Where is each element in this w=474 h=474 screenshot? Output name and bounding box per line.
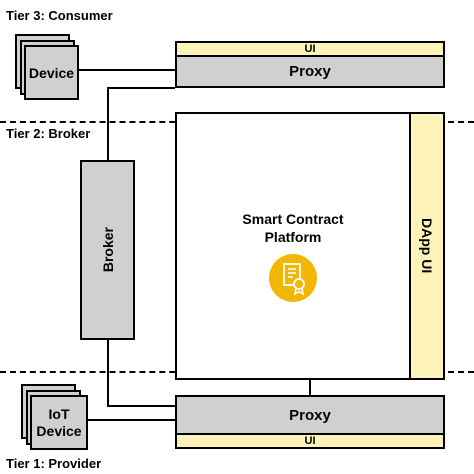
device-proxy-connector [77,69,175,71]
tier-1-label: Tier 1: Provider [6,456,102,471]
tier-2-label: Tier 2: Broker [6,126,91,141]
iot-proxy-connector [85,419,175,421]
smart-contract-platform[interactable] [175,112,445,380]
platform-label: Smart Contract Platform [242,211,344,245]
proxy-broker-connector-horizontal [107,87,175,89]
broker-node[interactable]: Broker [80,160,135,340]
proxy-bottom[interactable]: Proxy [175,395,445,435]
proxy-top[interactable]: Proxy [175,55,445,88]
dapp-ui[interactable]: DApp UI [409,112,445,380]
platform-proxy-connector [309,378,311,395]
ui-bottom[interactable]: UI [175,433,445,449]
iot-device-label: IoT Device [36,405,82,439]
certificate-icon [269,254,317,302]
proxy-broker-connector-vertical [107,87,109,161]
ui-top-label: UI [304,43,316,55]
iot-device-node[interactable]: IoT Device [30,395,88,450]
ui-bottom-label: UI [304,435,316,447]
proxy-bottom-label: Proxy [289,406,331,424]
device-node[interactable]: Device [24,45,79,100]
broker-proxy-connector-vertical [107,339,109,407]
proxy-top-label: Proxy [289,63,331,80]
dapp-ui-label: DApp UI [419,218,435,274]
broker-label: Broker [99,227,116,273]
device-label: Device [28,64,75,81]
broker-proxy-connector-horizontal [107,405,175,407]
tier-3-label: Tier 3: Consumer [6,8,113,23]
